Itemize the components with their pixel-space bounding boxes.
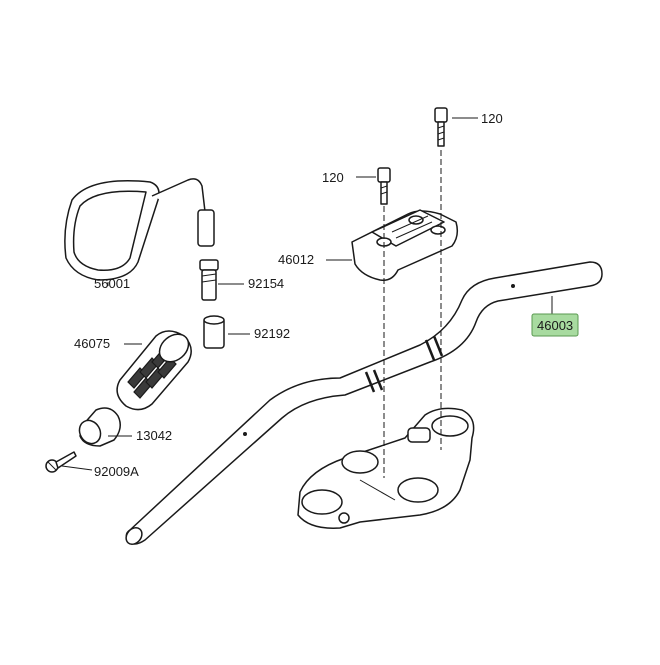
mirror[interactable] xyxy=(64,178,215,281)
weight[interactable] xyxy=(75,407,121,447)
callout-handlebar-highlight[interactable]: 46003 xyxy=(531,313,579,337)
bolt-right[interactable] xyxy=(434,107,448,147)
adapter[interactable] xyxy=(199,259,219,301)
lower-holder[interactable] xyxy=(297,407,475,529)
callout-adapter: 92154 xyxy=(248,276,284,291)
callout-mirror: 56001 xyxy=(94,276,130,291)
callout-collar: 92192 xyxy=(254,326,290,341)
callout-bolt-right: 120 xyxy=(481,111,503,126)
callout-holder-upper: 46012 xyxy=(278,252,314,267)
grip[interactable] xyxy=(116,329,194,411)
collar[interactable] xyxy=(203,315,225,349)
screw[interactable] xyxy=(45,451,77,473)
callout-weight: 13042 xyxy=(136,428,172,443)
callout-grip: 46075 xyxy=(74,336,110,351)
handlebar[interactable] xyxy=(123,261,603,547)
upper-holder[interactable] xyxy=(351,209,459,282)
bolt-left[interactable] xyxy=(377,167,391,205)
callout-handlebar: 46003 xyxy=(537,318,573,333)
callout-bolt-left: 120 xyxy=(322,170,344,185)
callout-screw: 92009A xyxy=(94,464,139,479)
